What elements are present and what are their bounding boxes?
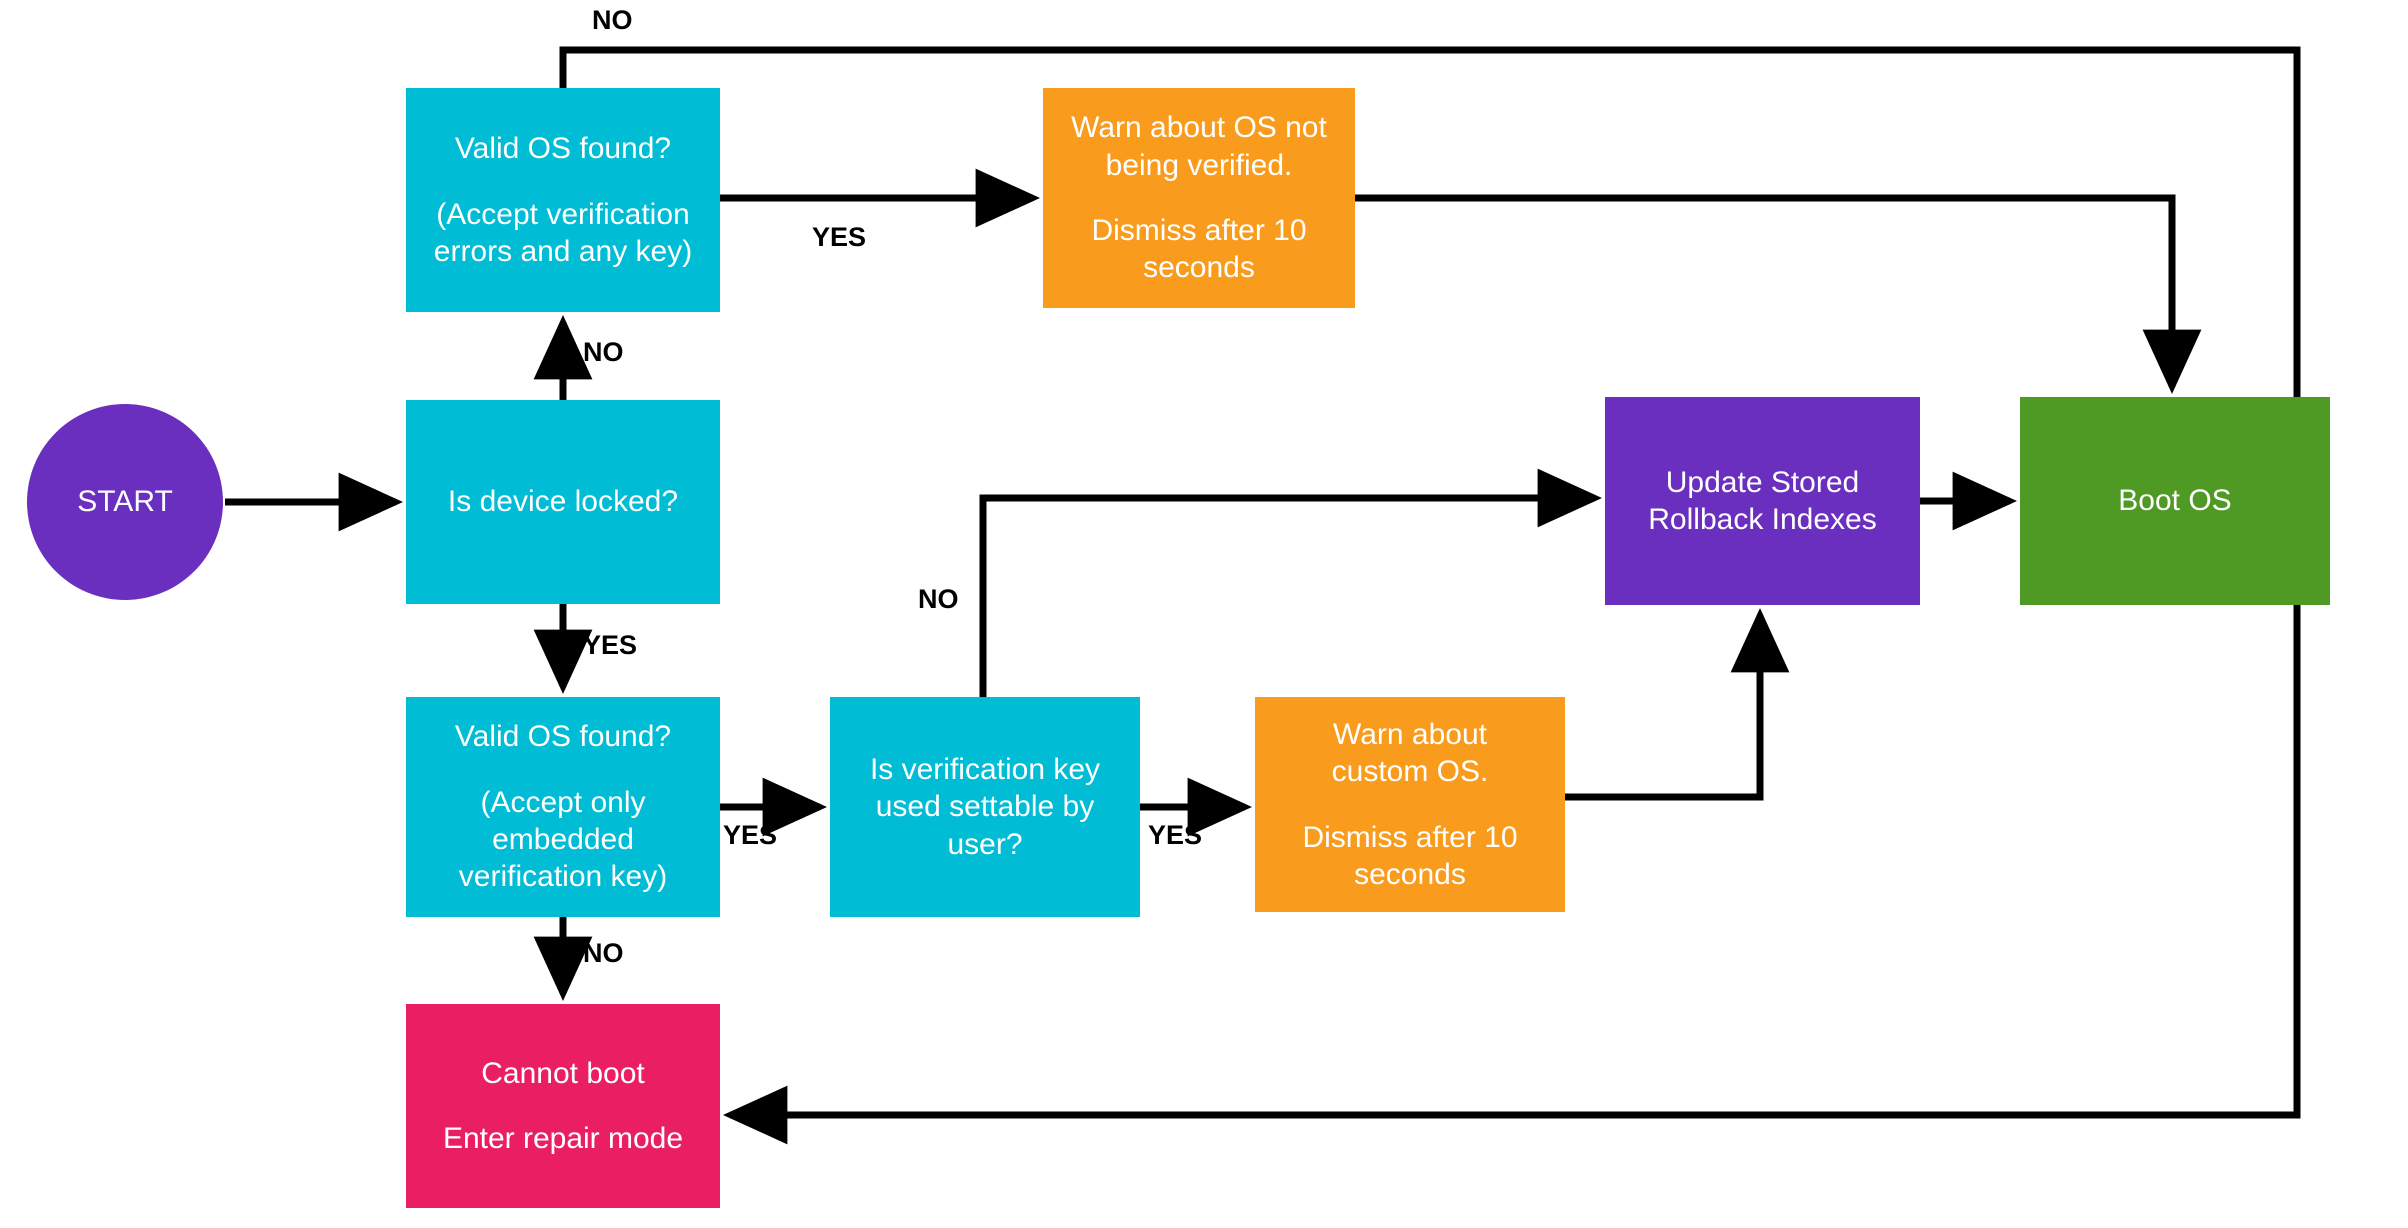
node-label-line: Dismiss after 10	[1091, 214, 1307, 248]
edge-label-no-key-settable: NO	[918, 584, 959, 614]
start-node[interactable]: START	[27, 404, 223, 600]
node-label-spacer	[1053, 184, 1345, 213]
node-label-spacer	[1265, 790, 1555, 819]
edge-label-yes-to-warn: YES	[812, 222, 867, 252]
node-label-line: seconds	[1354, 857, 1466, 891]
edge-key-settable-no-to-update-rollback	[979, 468, 1603, 697]
node-label-line: seconds	[1143, 251, 1255, 285]
node-label-line: Update Stored	[1665, 465, 1860, 499]
node-label-line: verification key)	[458, 860, 668, 894]
boot-os-node[interactable]: Boot OS	[2020, 397, 2330, 605]
node-label: Is device locked?	[406, 483, 720, 520]
node-label-line: Valid OS found?	[454, 720, 672, 754]
edge-warn-unverified-to-boot-os	[1355, 194, 2202, 395]
edge-label-yes-warn-custom: YES	[1148, 820, 1203, 850]
node-label-spacer	[416, 1092, 710, 1121]
node-label-line: Enter repair mode	[442, 1122, 684, 1156]
node-label-line: used settable by	[875, 790, 1095, 824]
node-label: START	[27, 483, 223, 520]
node-label-spacer	[416, 756, 710, 785]
node-label-spacer	[416, 167, 710, 196]
node-label-line: START	[77, 485, 173, 519]
node-label-line: Boot OS	[2118, 484, 2232, 518]
node-label-line: custom OS.	[1331, 755, 1489, 789]
node-label-line: Is verification key	[869, 753, 1101, 787]
node-label-line: errors and any key)	[433, 234, 693, 268]
node-label-line: Valid OS found?	[454, 131, 672, 165]
node-label: Boot OS	[2020, 482, 2330, 519]
edge-label-no-cannot-boot: NO	[583, 938, 624, 968]
node-label-line: (Accept verification	[436, 197, 690, 231]
node-label-line: embedded	[492, 823, 634, 857]
edge-label-no-device-locked: NO	[583, 337, 624, 367]
node-label-line: Dismiss after 10	[1302, 820, 1518, 854]
is-device-locked-node[interactable]: Is device locked?	[406, 400, 720, 604]
node-label-line: Rollback Indexes	[1648, 503, 1877, 536]
node-label-line: user?	[947, 827, 1023, 861]
node-label-line: (Accept only	[480, 786, 646, 820]
edge-label-yes-valid-os-emb: YES	[723, 820, 778, 850]
node-label-line: Cannot boot	[481, 1056, 645, 1090]
node-label-line: Warn about OS not	[1071, 111, 1327, 145]
node-label-line: Warn about	[1333, 717, 1487, 751]
node-label-line: being verified.	[1105, 148, 1293, 182]
edge-label-no-top: NO	[592, 5, 633, 35]
edge-label-yes-device-locked: YES	[583, 630, 638, 660]
node-label-line: Is device locked?	[447, 485, 679, 519]
edge-warn-custom-to-update-rollback	[1565, 607, 1790, 801]
